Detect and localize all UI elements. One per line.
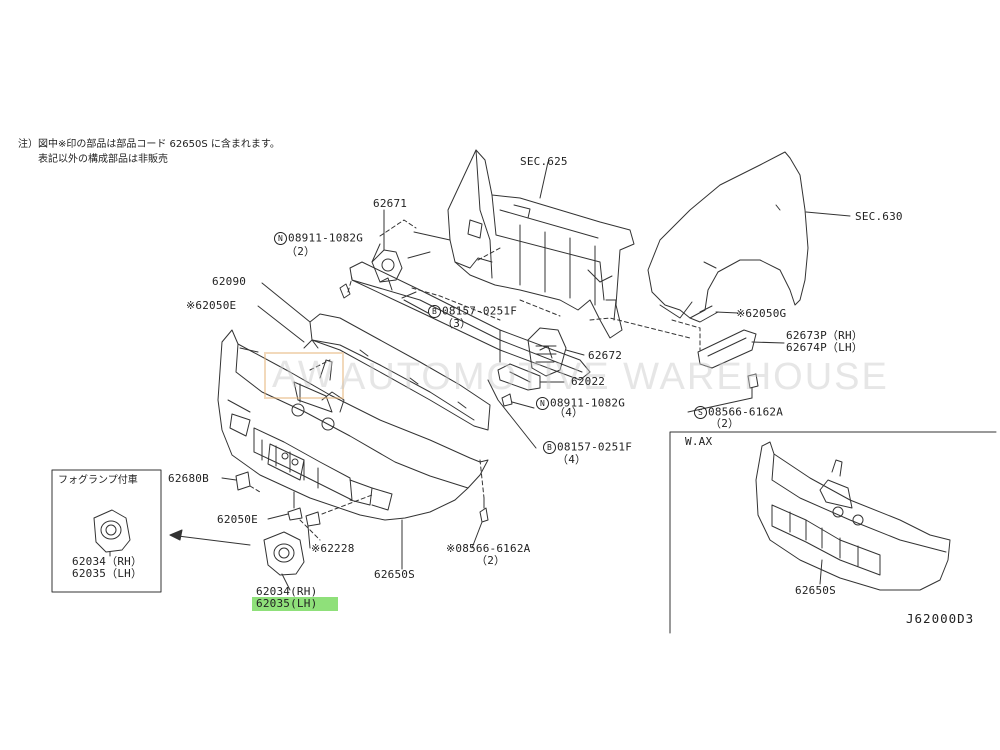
label-sec625: SEC.625	[520, 155, 568, 168]
note-line-2: 表記以外の構成部品は非販売	[38, 154, 168, 165]
clips	[235, 283, 759, 527]
leader-lines	[221, 161, 851, 591]
label-62050e-top: ※62050E	[186, 299, 237, 312]
label-08911-top-qty: （2）	[286, 245, 316, 258]
label-main-62034: 62034(RH)	[256, 585, 318, 598]
label-62050e-bot: 62050E	[217, 513, 258, 526]
radiator-core-support	[447, 149, 635, 339]
label-62672: 62672	[588, 349, 623, 362]
label-62671: 62671	[373, 197, 408, 210]
label-main-62035: 62035(LH)	[256, 597, 318, 610]
label-inset-62034: 62034（RH）	[72, 555, 143, 568]
label-62674p: 62674P（LH）	[786, 341, 863, 354]
label-08566-bot-qty: （2）	[476, 554, 506, 567]
fog-inset-box	[51, 469, 162, 593]
label-08157-top-qty: （3）	[442, 317, 472, 330]
label-62680b: 62680B	[168, 472, 209, 485]
fog-lamp-bezel	[263, 531, 305, 576]
label-62228: ※62228	[311, 542, 355, 555]
label-highlight	[252, 597, 338, 611]
b-symbol: B	[428, 305, 441, 318]
diagram-code: J62000D3	[906, 611, 975, 626]
label-08566-right-qty: （2）	[710, 417, 740, 430]
watermark-logo: AW	[264, 352, 344, 399]
dashed-guides	[249, 219, 701, 541]
watermark-text: AUTOMOTIVE WAREHOUSE	[340, 356, 889, 398]
label-62673p: 62673P（RH）	[786, 329, 863, 342]
n-symbol: N	[274, 232, 287, 245]
label-wax: W.AX	[685, 435, 713, 448]
bracket-62022	[497, 363, 541, 391]
label-08157-bot-qty: （4）	[557, 453, 587, 466]
label-62050g: ※62050G	[736, 307, 787, 320]
b-symbol: B	[543, 441, 556, 454]
n-symbol: N	[536, 397, 549, 410]
pointer-arrow	[169, 529, 251, 546]
inset-fog-bezel	[93, 509, 131, 557]
label-08911-mid-qty: （4）	[554, 406, 584, 419]
bumper-absorber	[309, 313, 491, 431]
front-bumper-fascia	[217, 329, 489, 521]
label-62650s-wax: 62650S	[795, 584, 836, 597]
fender-bracket	[697, 329, 757, 369]
bracket-62672	[527, 327, 567, 377]
wax-box	[669, 431, 997, 634]
bracket-62671	[371, 237, 403, 283]
label-62090: 62090	[212, 275, 247, 288]
s-symbol: S	[694, 406, 707, 419]
label-fog-title: フォグランプ付車	[58, 475, 138, 486]
front-fender	[647, 151, 809, 323]
wax-bumper	[755, 441, 951, 591]
label-62022: 62022	[571, 375, 606, 388]
note-line-1: 注）図中※印の部品は部品コード 62650S に含まれます。	[18, 139, 280, 150]
label-08566-bot: ※08566-6162A	[446, 542, 531, 555]
label-inset-62035: 62035（LH）	[72, 567, 143, 580]
label-62650s: 62650S	[374, 568, 415, 581]
label-sec630: SEC.630	[855, 210, 903, 223]
